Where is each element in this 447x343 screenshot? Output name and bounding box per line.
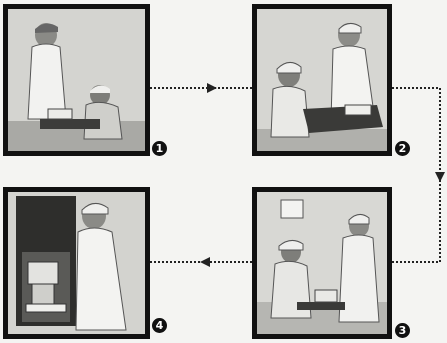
step-2-panel	[252, 4, 392, 156]
arrow-right-icon	[207, 83, 217, 93]
step-4-panel	[3, 187, 150, 339]
laboratory-analysis-illustration	[8, 192, 145, 334]
connector-2-to-3	[392, 88, 440, 262]
step-number-badge: 2	[395, 141, 410, 156]
sample-collection-illustration	[257, 9, 387, 151]
step-number-badge: 3	[395, 323, 410, 338]
clinician-with-patient-illustration	[8, 9, 145, 151]
sample-packaging-illustration	[257, 192, 387, 334]
step-1-panel	[3, 4, 150, 156]
step-number-badge: 1	[152, 141, 167, 156]
step-number-badge: 4	[152, 318, 167, 333]
arrow-left-icon	[200, 257, 210, 267]
step-3-panel	[252, 187, 392, 339]
arrow-down-icon	[435, 172, 445, 182]
